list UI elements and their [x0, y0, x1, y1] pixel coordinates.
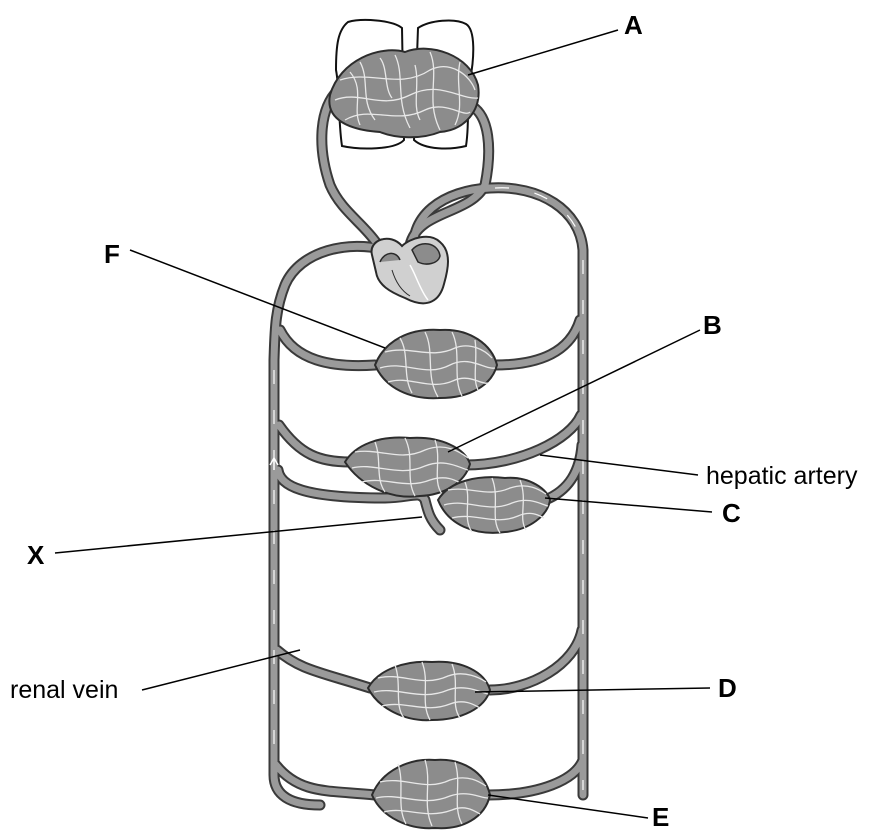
leader-a	[468, 30, 618, 75]
label-renal-vein: renal vein	[10, 676, 118, 704]
leader-hepatic	[540, 455, 698, 475]
leader-x	[55, 517, 422, 553]
leader-c	[545, 498, 712, 512]
capillary-bed-e	[372, 760, 490, 828]
capillary-bed-f	[375, 330, 497, 398]
label-a: A	[624, 10, 643, 40]
capillary-bed-c	[438, 477, 550, 533]
label-x: X	[27, 540, 45, 570]
label-e: E	[652, 802, 669, 830]
label-f: F	[104, 239, 120, 269]
leader-e	[488, 795, 648, 818]
label-b: B	[703, 310, 722, 340]
capillary-bed-d	[368, 662, 490, 720]
label-hepatic-artery: hepatic artery	[706, 462, 858, 490]
label-c: C	[722, 498, 741, 528]
label-d: D	[718, 673, 737, 703]
leader-f	[130, 250, 385, 348]
heart	[372, 237, 448, 304]
